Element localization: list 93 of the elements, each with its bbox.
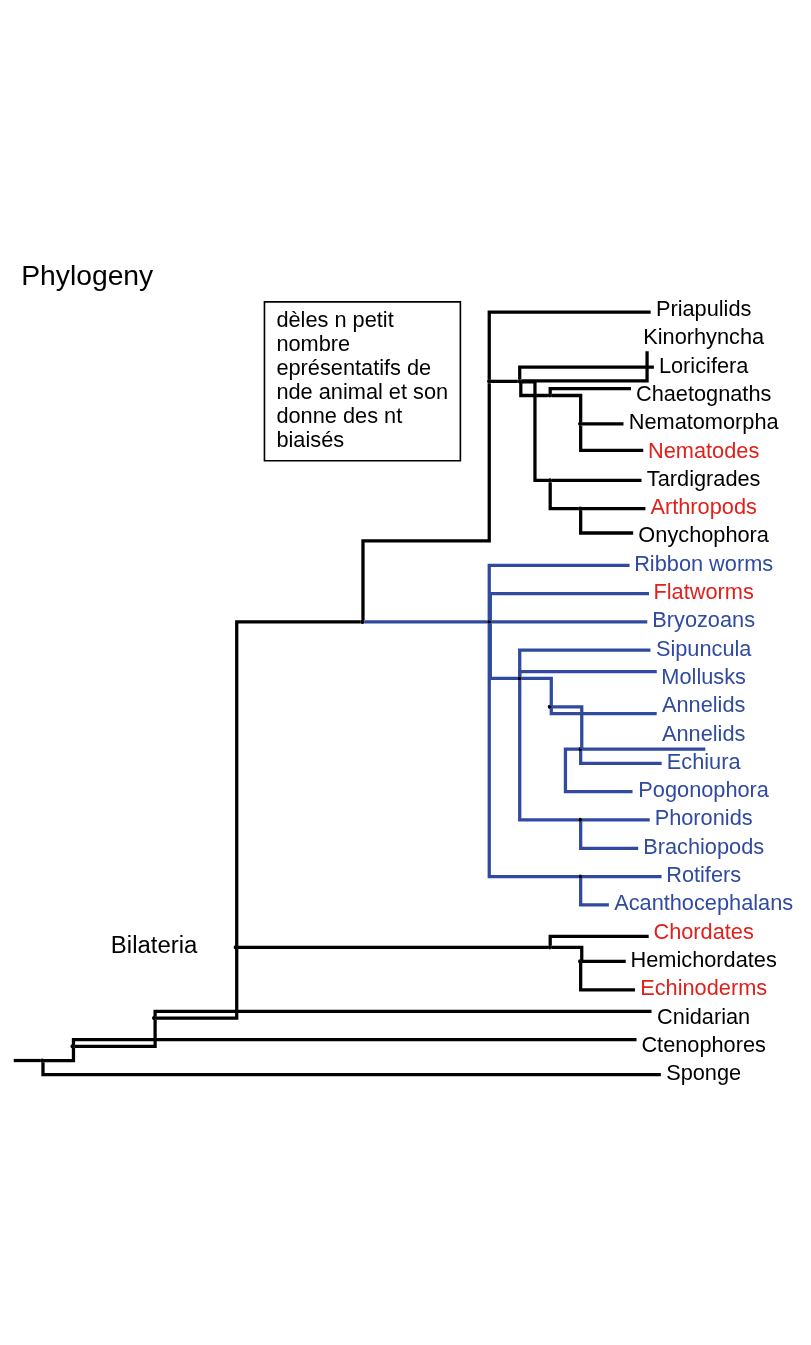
node-point (547, 393, 552, 398)
node-text: Ribbon worms (634, 550, 774, 576)
node-point (578, 874, 583, 879)
connector (364, 620, 488, 624)
node-text: Loricifera (658, 352, 749, 378)
node-text: Flatworms (653, 579, 754, 605)
connector (548, 934, 649, 946)
connector (518, 680, 579, 822)
connector (491, 620, 648, 624)
node-point (547, 478, 552, 483)
node-point (578, 817, 583, 823)
connector (551, 478, 642, 483)
node-text: Rotifers (666, 862, 742, 888)
node-text: Nematodes (648, 437, 760, 463)
connector (155, 948, 239, 1020)
node-text: Onychophora (638, 522, 769, 548)
connector (581, 422, 624, 426)
connector (43, 1047, 76, 1063)
node-text: Arthropods (650, 494, 757, 520)
node-point (578, 506, 583, 511)
connector (581, 746, 706, 751)
node-text: Phoronids (654, 805, 753, 831)
connector (518, 670, 657, 677)
node-text: Sipuncula (655, 635, 752, 661)
node-text: Brachiopods (643, 833, 765, 859)
connector (487, 310, 651, 380)
label: Bilateria (110, 931, 198, 959)
node-point (578, 421, 583, 426)
node-text: Mollusks (661, 663, 746, 689)
connector (74, 1019, 157, 1048)
node-point (487, 619, 492, 624)
diagram-title: Phylogeny (21, 259, 154, 292)
node-text: Priapulids (655, 296, 752, 322)
node-point (40, 1058, 45, 1063)
connector (548, 482, 579, 511)
node-text: Ctenophores (641, 1031, 766, 1057)
node-text: Chaetognaths (635, 380, 772, 406)
connector (581, 818, 650, 822)
connector (41, 1062, 661, 1077)
connector (487, 623, 579, 879)
node-text: Pogonophora (638, 777, 769, 803)
connector (579, 425, 644, 453)
connector (490, 379, 518, 383)
connector (581, 507, 646, 511)
connector (581, 959, 626, 964)
node-point (578, 959, 583, 964)
connector (521, 676, 553, 707)
node-point (578, 747, 583, 752)
node-text: Tardigrades (646, 465, 761, 491)
connector (579, 963, 635, 992)
connector (237, 945, 548, 949)
node-text: Bryozoans (652, 607, 756, 633)
node-point (517, 676, 522, 681)
connector (487, 563, 630, 620)
connector (235, 620, 361, 947)
node-point (517, 379, 522, 384)
node-text: Annelids (661, 692, 746, 718)
connector (579, 821, 639, 850)
connector (548, 387, 631, 394)
connector (488, 591, 649, 621)
node-text: Annelids (661, 720, 746, 746)
node-point (233, 945, 238, 950)
node-text: Echiura (666, 748, 741, 774)
connector (13, 1058, 41, 1063)
connector (579, 750, 662, 765)
connector (581, 874, 662, 879)
node-text: Chordates (653, 918, 754, 944)
node-text: Kinorhyncha (643, 324, 765, 350)
connector (579, 878, 609, 907)
node-point (70, 1044, 75, 1049)
node-point (547, 704, 552, 709)
node-text: Acanthocephalans (614, 890, 794, 916)
node-text: Echinoderms (640, 975, 768, 1001)
connector (518, 365, 654, 380)
node-point (547, 945, 552, 950)
connector (549, 707, 657, 716)
connector (488, 623, 518, 681)
node-point (487, 379, 492, 384)
node-point (152, 1015, 157, 1021)
connector (71, 1037, 637, 1046)
connector (153, 1009, 652, 1017)
connector (521, 380, 548, 483)
node-text: Cnidarian (657, 1003, 751, 1029)
connector (519, 382, 548, 398)
node-text: Hemichordates (630, 946, 777, 972)
connector (579, 510, 634, 535)
node-text: Nematomorpha (628, 409, 779, 435)
connector (361, 383, 491, 621)
node-point (360, 619, 365, 624)
node-text: Sponge (666, 1060, 742, 1086)
connector (521, 351, 649, 383)
node-box: dèles n petit nombre eprésentatifs de nde animal et son donne des nt biaisés (263, 301, 462, 462)
connector (551, 393, 583, 423)
